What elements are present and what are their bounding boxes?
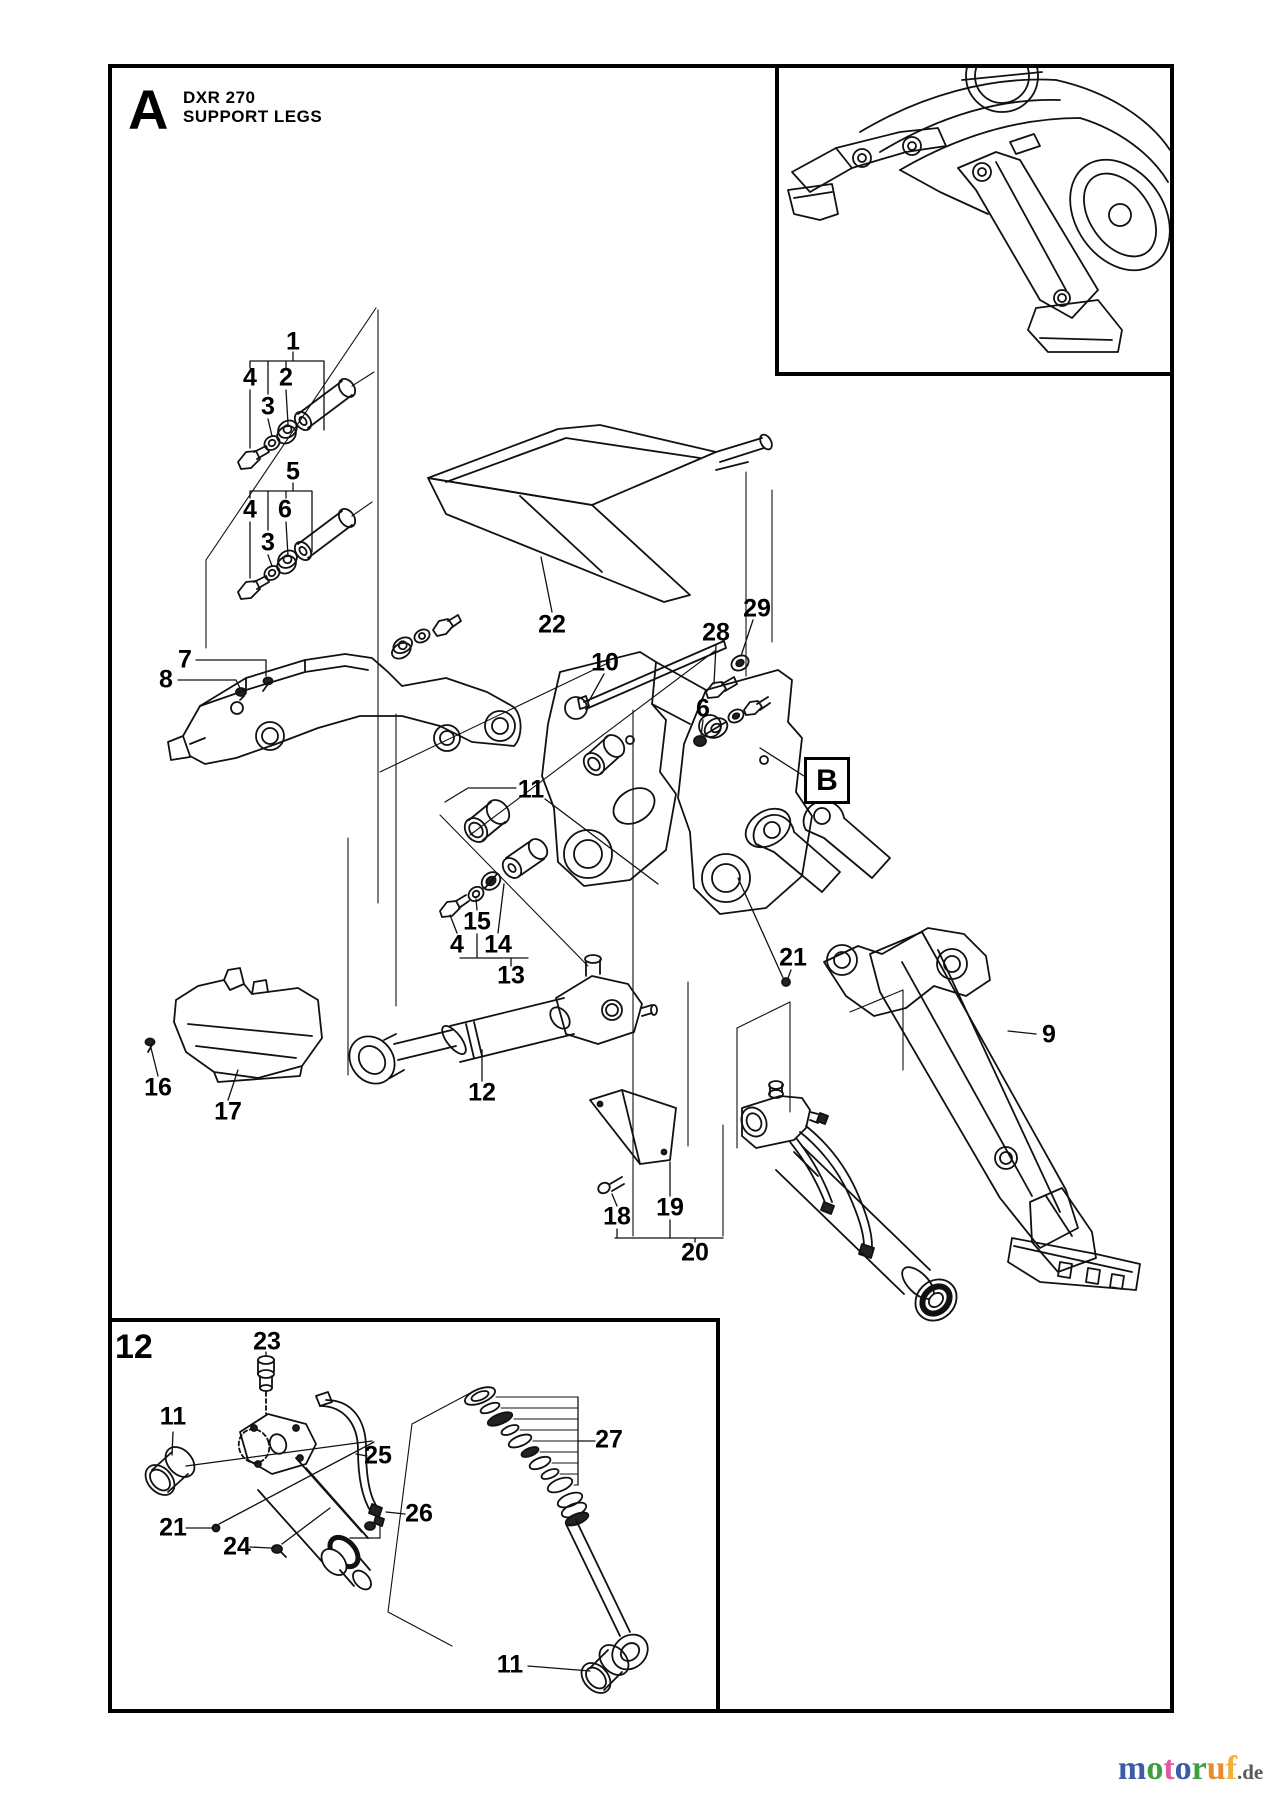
part-callout-14: 14 [484, 930, 512, 959]
part-callout-29: 29 [743, 594, 771, 623]
watermark-logo: motoruf.de [1118, 1752, 1263, 1786]
mounting-plates [541, 651, 813, 915]
part-callout-3: 3 [261, 528, 275, 557]
part-callout-4: 4 [450, 930, 464, 959]
detail-marker-b: B [804, 757, 850, 804]
part-callout-27: 27 [595, 1425, 623, 1454]
part-callout-5: 5 [286, 457, 300, 486]
part-callout-17: 17 [214, 1097, 242, 1126]
part-callout-4: 4 [243, 495, 257, 524]
part-callout-24: 24 [223, 1532, 251, 1561]
part-callout-22: 22 [538, 610, 566, 639]
part-callout-1: 1 [286, 327, 300, 356]
watermark-letter: u [1206, 1750, 1226, 1787]
title-block: DXR 270 SUPPORT LEGS [183, 88, 322, 126]
part-callout-11: 11 [159, 1402, 187, 1431]
part-callout-3: 3 [261, 392, 275, 421]
part-callout-20: 20 [681, 1238, 709, 1267]
model-name: DXR 270 [183, 88, 256, 107]
part-callout-7: 7 [178, 645, 192, 674]
part-callout-8: 8 [159, 665, 173, 694]
construction-lines [205, 307, 904, 1647]
part-callout-10: 10 [591, 648, 619, 677]
cover-22 [427, 424, 773, 603]
watermark-letter: r [1191, 1750, 1207, 1787]
hydraulic-cylinder-12 [348, 954, 658, 1085]
support-foot-17 [144, 967, 323, 1083]
part-callout-23: 23 [253, 1327, 281, 1356]
watermark-letter: m [1118, 1750, 1147, 1787]
left-leg-arm [167, 653, 522, 765]
part-callout-9: 9 [1042, 1020, 1056, 1049]
part-callout-15: 15 [463, 907, 491, 936]
watermark-letter: o [1174, 1750, 1192, 1787]
plate-19-bolt-18 [589, 1089, 677, 1195]
fastener-set-upper [391, 614, 462, 660]
watermark-letter: o [1146, 1750, 1164, 1787]
part-callout-2: 2 [279, 363, 293, 392]
part-callout-11: 11 [517, 775, 545, 804]
pin-10 [577, 640, 727, 710]
right-leg-9 [752, 800, 1141, 1291]
callout-leader-lines [150, 351, 1037, 1672]
part-callout-19: 19 [656, 1193, 684, 1222]
watermark-letter: f [1225, 1750, 1237, 1787]
part-callout-21: 21 [779, 943, 807, 972]
fastener-cluster-2 [237, 508, 357, 600]
page-title: SUPPORT LEGS [183, 107, 323, 126]
valve-block-cylinder-20 [740, 1080, 958, 1322]
watermark-suffix: .de [1237, 1760, 1264, 1784]
part-callout-26: 26 [405, 1499, 433, 1528]
seal-kit-27 [464, 1386, 579, 1494]
watermark-word: motoruf [1118, 1750, 1237, 1787]
part-callout-21: 21 [159, 1513, 187, 1542]
fastener-cluster-1 [237, 378, 357, 470]
fasteners-28-29-6 [693, 654, 771, 747]
part-callout-28: 28 [702, 618, 730, 647]
part-callout-6: 6 [696, 694, 710, 723]
part-callout-4: 4 [243, 363, 257, 392]
part-callout-6: 6 [278, 495, 292, 524]
machine-overview-inset-frame [775, 64, 1174, 376]
part-callout-25: 25 [364, 1441, 392, 1470]
inset-cylinder-detail [144, 1355, 649, 1694]
bushing-pin-set [439, 734, 626, 918]
part-callout-13: 13 [497, 961, 525, 990]
part-callout-12: 12 [468, 1078, 496, 1107]
section-letter: A [128, 78, 169, 141]
cylinder-detail-inset-frame [108, 1318, 720, 1713]
part-callout-18: 18 [603, 1202, 631, 1231]
inset-label-12: 12 [115, 1328, 153, 1366]
watermark-letter: t [1163, 1750, 1175, 1787]
part-callout-11: 11 [496, 1650, 524, 1679]
part-callout-16: 16 [144, 1073, 172, 1102]
machine-overview-drawing [787, 68, 1170, 353]
